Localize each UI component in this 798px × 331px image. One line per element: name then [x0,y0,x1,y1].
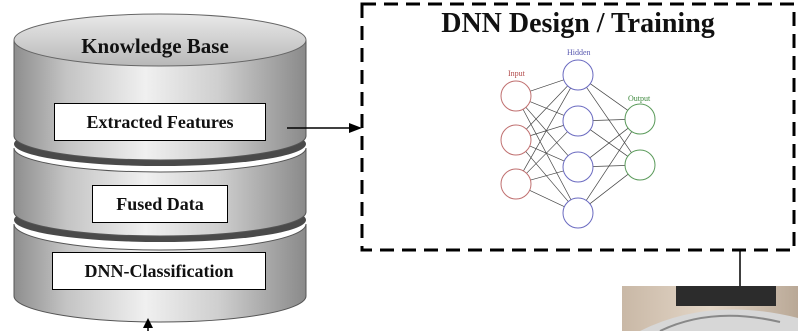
nn-input-node [500,124,532,156]
nn-output-node [624,149,656,181]
nn-edge [530,170,564,181]
nn-edge [529,190,565,207]
arrow-features-to-dnn [287,123,362,133]
smartwatch-photo [622,286,798,331]
nn-edge [585,131,633,201]
dnn-classification-label: DNN-Classification [84,260,234,281]
dnn-panel-frame [360,2,796,252]
nn-connections [522,79,633,207]
nn-hidden-label: Hidden [567,48,591,57]
extracted-features-box: Extracted Features [54,103,266,141]
dnn-panel-title: DNN Design / Training [441,8,715,39]
nn-edge [529,101,565,116]
nn-edge [589,173,629,205]
nn-edge [523,87,571,172]
cylinder-top [13,13,307,67]
nn-edge [529,145,565,162]
nn-hidden-node [562,197,594,229]
nn-edge [530,125,564,136]
nn-edge [525,107,569,156]
nn-hidden-node [562,105,594,137]
nn-hidden-node [562,59,594,91]
arrow-up-into-database [143,318,153,331]
nn-edge [525,151,569,202]
nn-input-label: Input [508,69,525,78]
knowledge-base-title: Knowledge Base [81,34,229,58]
nn-edge [526,131,568,174]
nn-edge [592,119,626,121]
nn-edge [589,127,629,159]
nn-nodes [500,59,656,229]
nn-input-node [500,168,532,200]
dnn-classification-box: DNN-Classification [52,252,266,290]
extracted-features-label: Extracted Features [86,111,234,132]
nn-output-node [624,103,656,135]
nn-input-node [500,80,532,112]
nn-edge [526,85,568,130]
fused-data-label: Fused Data [116,193,204,214]
nn-output-label: Output [628,94,651,103]
fused-data-box: Fused Data [92,185,228,223]
nn-hidden-node [562,151,594,183]
nn-edge [530,79,564,92]
nn-edge [590,83,628,111]
